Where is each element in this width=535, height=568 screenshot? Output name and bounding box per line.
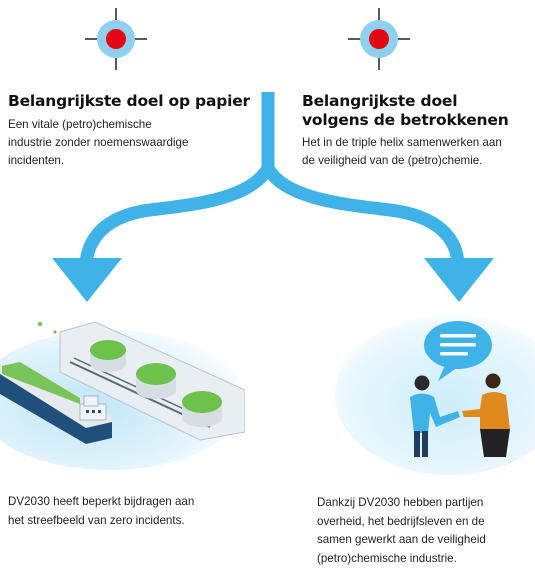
person-left-icon: [410, 375, 460, 457]
left-outcome-text: DV2030 heeft beperkt bijdragen aan het s…: [8, 493, 194, 530]
title-line: Belangrijkste doel: [302, 92, 458, 110]
title-line: volgens de betrokkenen: [302, 111, 509, 129]
text-line: DV2030 heeft beperkt bijdragen aan: [8, 495, 195, 508]
text-line: Een vitale (petro)chemische: [8, 118, 152, 131]
tanker-ship: [0, 361, 112, 444]
text-line: industrie zonder noemenswaardige: [8, 136, 189, 149]
storage-tank: [90, 340, 126, 372]
ship-and-storage-tanks-illustration: [0, 321, 245, 470]
left-goal-description: Een vitale (petro)chemische industrie zo…: [8, 116, 188, 170]
text-line: Dankzij DV2030 hebben partijen: [317, 496, 484, 509]
speech-bubble-icon: [424, 321, 492, 381]
right-goal-title: Belangrijkste doel volgens de betrokkene…: [302, 92, 509, 130]
text-line: samen gewerkt aan de veiligheid: [317, 533, 486, 546]
right-outcome-text: Dankzij DV2030 hebben partijen overheid,…: [317, 494, 535, 568]
target-icon: [348, 8, 410, 70]
right-arrowhead-icon: [424, 258, 494, 302]
person-right-icon: [462, 373, 510, 457]
text-line: overheid, het bedrijfsleven en de: [317, 514, 485, 528]
right-branch-line: [262, 164, 465, 264]
text-line: incidenten.: [8, 154, 65, 167]
particle-dot: [38, 322, 42, 326]
text-line: de veiligheid van de (petro)chemie.: [302, 154, 483, 167]
left-arrowhead-icon: [52, 258, 122, 302]
storage-tank: [136, 363, 176, 399]
left-branch-line: [79, 164, 274, 264]
target-icon: [85, 8, 147, 70]
particle-dot: [53, 330, 57, 334]
text-line: Het in de triple helix samenwerken aan: [302, 136, 502, 149]
text-line: (petro)chemische industrie.: [317, 551, 457, 565]
storage-tank: [182, 391, 222, 427]
text-line: het streefbeeld van zero incidents.: [8, 513, 185, 527]
left-goal-title: Belangrijkste doel op papier: [8, 92, 250, 110]
handshake-with-speech-bubble-illustration: [335, 315, 535, 475]
right-goal-description: Het in de triple helix samenwerken aan d…: [302, 134, 502, 170]
